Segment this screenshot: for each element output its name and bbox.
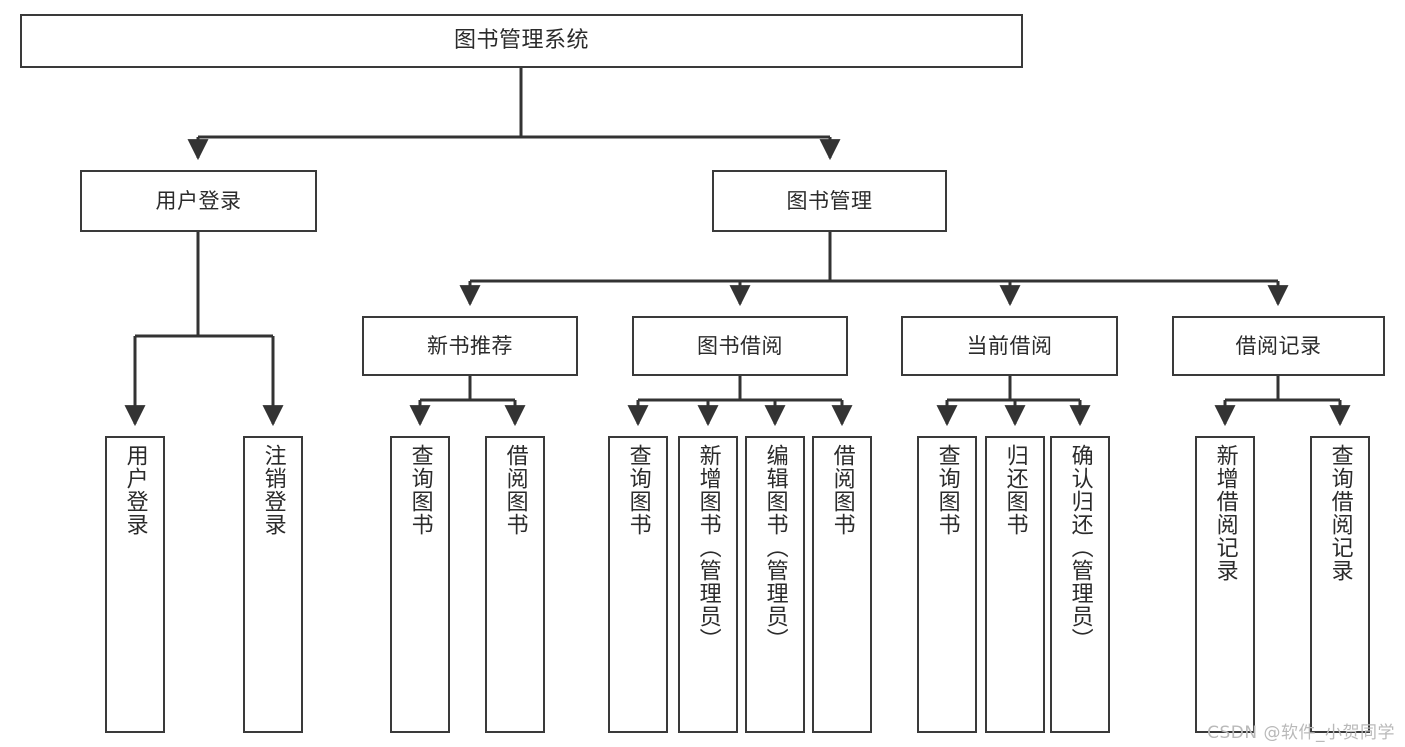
node-book-borrow[interactable]: 图书借阅	[632, 316, 848, 376]
csdn-watermark: CSDN @软件_小贺同学	[1207, 723, 1395, 743]
leaf-return-book-label: 归还图书	[1002, 444, 1028, 536]
leaf-query-book-2[interactable]: 查询图书	[608, 436, 668, 733]
leaf-edit-book[interactable]: 编辑图书（管理员）	[745, 436, 805, 733]
leaf-edit-book-label: 编辑图书（管理员）	[762, 444, 788, 651]
leaf-logout-login[interactable]: 注销登录	[243, 436, 303, 733]
node-root-label: 图书管理系统	[453, 28, 589, 54]
leaf-confirm-return-label: 确认归还（管理员）	[1067, 444, 1093, 651]
node-user-login[interactable]: 用户登录	[80, 170, 317, 232]
leaf-query-book-3-label: 查询图书	[934, 444, 960, 536]
leaf-add-record-label: 新增借阅记录	[1212, 444, 1238, 582]
leaf-return-book[interactable]: 归还图书	[985, 436, 1045, 733]
leaf-add-book-label: 新增图书（管理员）	[695, 444, 721, 651]
node-current-borrow[interactable]: 当前借阅	[901, 316, 1118, 376]
leaf-query-record-label: 查询借阅记录	[1327, 444, 1353, 582]
leaf-user-login[interactable]: 用户登录	[105, 436, 165, 733]
leaf-user-login-label: 用户登录	[122, 444, 148, 536]
node-new-book-recommend[interactable]: 新书推荐	[362, 316, 578, 376]
node-book-management[interactable]: 图书管理	[712, 170, 947, 232]
leaf-add-record[interactable]: 新增借阅记录	[1195, 436, 1255, 733]
leaf-query-record[interactable]: 查询借阅记录	[1310, 436, 1370, 733]
node-new-book-recommend-label: 新书推荐	[427, 333, 513, 358]
node-book-management-label: 图书管理	[786, 188, 873, 213]
leaf-add-book[interactable]: 新增图书（管理员）	[678, 436, 738, 733]
node-root[interactable]: 图书管理系统	[20, 14, 1023, 68]
leaf-query-book-1[interactable]: 查询图书	[390, 436, 450, 733]
node-user-login-label: 用户登录	[155, 188, 242, 213]
leaf-borrow-book-2[interactable]: 借阅图书	[812, 436, 872, 733]
leaf-confirm-return[interactable]: 确认归还（管理员）	[1050, 436, 1110, 733]
node-current-borrow-label: 当前借阅	[966, 333, 1053, 358]
node-borrow-record[interactable]: 借阅记录	[1172, 316, 1385, 376]
leaf-query-book-1-label: 查询图书	[407, 444, 433, 536]
leaf-borrow-book-1-label: 借阅图书	[502, 444, 528, 536]
node-borrow-record-label: 借阅记录	[1235, 333, 1322, 358]
leaf-logout-login-label: 注销登录	[260, 444, 286, 536]
node-book-borrow-label: 图书借阅	[697, 333, 783, 358]
leaf-borrow-book-1[interactable]: 借阅图书	[485, 436, 545, 733]
leaf-query-book-2-label: 查询图书	[625, 444, 651, 536]
leaf-query-book-3[interactable]: 查询图书	[917, 436, 977, 733]
leaf-borrow-book-2-label: 借阅图书	[829, 444, 855, 536]
